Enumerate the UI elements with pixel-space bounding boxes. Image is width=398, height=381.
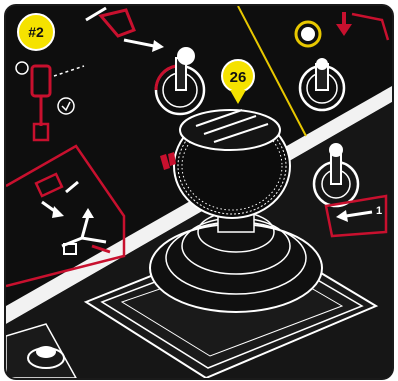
arrow-number-label: 1 <box>376 205 382 217</box>
joystick-illustration: 1 <box>6 6 392 378</box>
panel-label-text: #2 <box>28 24 44 40</box>
figure-frame: 1 <box>4 4 394 380</box>
joystick-knob-icon <box>174 110 290 218</box>
callout-number-text: 26 <box>230 69 247 86</box>
